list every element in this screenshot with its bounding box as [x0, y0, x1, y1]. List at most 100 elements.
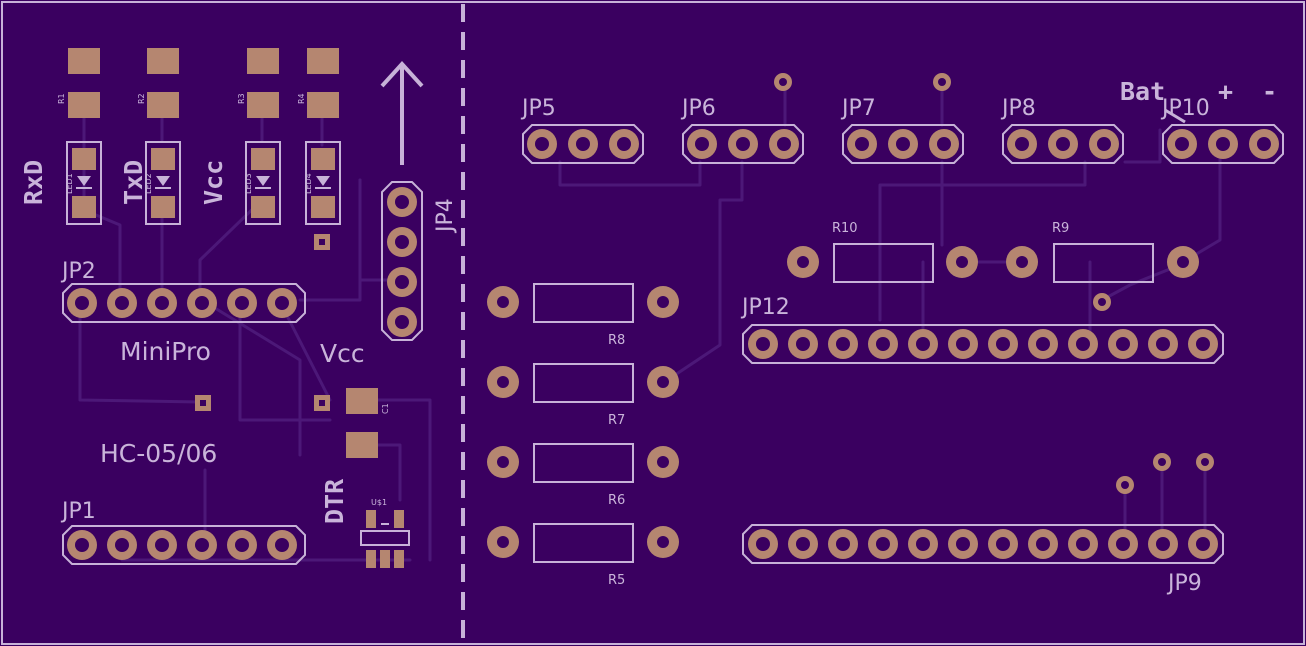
- jp5-pin-hole: [617, 137, 631, 151]
- r8-label: R8: [608, 333, 625, 348]
- via-right-2: [933, 73, 951, 91]
- resistor-r3: R3: [237, 48, 279, 118]
- resistor-r7: R7: [487, 363, 679, 428]
- via-right-1: [774, 73, 792, 91]
- jp10-label: JP10: [1160, 96, 1210, 121]
- resistor-r2: R2: [137, 48, 179, 118]
- jp8-pin-hole: [1056, 137, 1070, 151]
- header-jp10: JP10: [1160, 96, 1284, 164]
- jp9-pin-hole: [956, 537, 970, 551]
- resistor-r10: R10: [787, 221, 978, 283]
- jp12-pin-hole: [1036, 337, 1050, 351]
- header-jp6: JP6: [680, 96, 804, 164]
- jp9-pin-hole: [1156, 537, 1170, 551]
- bat-plus-label: +: [1218, 77, 1233, 106]
- ic-u1: U$1: [360, 498, 410, 568]
- jp12-pin-hole: [876, 337, 890, 351]
- header-jp5: JP5: [520, 96, 644, 164]
- jp12-pin-hole: [1116, 337, 1130, 351]
- jp6-pin-hole: [695, 137, 709, 151]
- led-1: LED1: [65, 141, 102, 225]
- header-jp1: JP1: [60, 499, 306, 565]
- led2-label: LED2: [144, 173, 153, 194]
- jp1-pin-hole: [75, 538, 89, 552]
- jp12-pin-hole: [916, 337, 930, 351]
- jp12-pin-hole: [1076, 337, 1090, 351]
- jp9-pin-hole: [1036, 537, 1050, 551]
- jp12-pin-hole: [1196, 337, 1210, 351]
- u1-label: U$1: [371, 498, 387, 507]
- via-right-6: [1196, 453, 1214, 471]
- vcc-vertical-label: Vcc: [199, 160, 228, 205]
- jp9-label: JP9: [1166, 571, 1202, 596]
- jp5-label: JP5: [520, 96, 556, 121]
- header-jp8: JP8: [1000, 96, 1124, 164]
- r1-label: R1: [57, 93, 66, 104]
- rxd-label: RxD: [19, 160, 48, 205]
- jp8-pin-hole: [1097, 137, 1111, 151]
- jp12-pin-hole: [836, 337, 850, 351]
- jp1-pin-hole: [235, 538, 249, 552]
- resistor-r5: R5: [487, 523, 679, 588]
- jp7-pin-hole: [896, 137, 910, 151]
- led1-label: LED1: [65, 173, 74, 194]
- jp7-label: JP7: [840, 96, 876, 121]
- led4-label: LED4: [304, 173, 313, 194]
- resistor-r8: R8: [487, 283, 679, 348]
- header-jp9: JP9: [742, 524, 1224, 596]
- jp4-pin-hole: [395, 315, 409, 329]
- resistor-r1: R1: [57, 48, 100, 118]
- r6-label: R6: [608, 493, 625, 508]
- header-jp7: JP7: [840, 96, 964, 164]
- jp8-pin-hole: [1015, 137, 1029, 151]
- r10-label: R10: [832, 221, 858, 236]
- jp9-pin-hole: [796, 537, 810, 551]
- vcc-label: Vcc: [320, 339, 365, 368]
- jp9-pin-hole: [1116, 537, 1130, 551]
- jp12-pin-hole: [1156, 337, 1170, 351]
- arrow-up-icon: [380, 61, 424, 165]
- jp2-pin-hole: [195, 296, 209, 310]
- c1-label: C1: [381, 403, 390, 414]
- jp2-pin-hole: [235, 296, 249, 310]
- r2-label: R2: [137, 93, 146, 104]
- jp12-pin-hole: [996, 337, 1010, 351]
- jp5-pin-hole: [576, 137, 590, 151]
- jp6-pin-hole: [736, 137, 750, 151]
- resistor-r6: R6: [487, 443, 679, 508]
- led-3: LED3: [244, 141, 281, 225]
- jp12-pin-hole: [756, 337, 770, 351]
- r7-label: R7: [608, 413, 625, 428]
- jp1-pin-hole: [275, 538, 289, 552]
- jp12-label: JP12: [740, 295, 790, 320]
- jp9-pin-hole: [836, 537, 850, 551]
- jp6-label: JP6: [680, 96, 716, 121]
- jp2-pin-hole: [75, 296, 89, 310]
- jp5-pin-hole: [535, 137, 549, 151]
- jp9-pin-hole: [996, 537, 1010, 551]
- jp1-pin-hole: [115, 538, 129, 552]
- jp12-pin-hole: [796, 337, 810, 351]
- hc05-label: HC-05/06: [100, 439, 217, 468]
- led-2: LED2: [144, 141, 181, 225]
- r3-label: R3: [237, 93, 246, 104]
- jp9-pin-hole: [756, 537, 770, 551]
- bat-minus-label: -: [1262, 77, 1277, 106]
- dtr-label: DTR: [320, 478, 349, 524]
- jp6-pin-hole: [777, 137, 791, 151]
- jp2-pin-hole: [115, 296, 129, 310]
- jp7-pin-hole: [855, 137, 869, 151]
- jp12-pin-hole: [956, 337, 970, 351]
- jp2-pin-hole: [155, 296, 169, 310]
- jp2-pin-hole: [275, 296, 289, 310]
- header-jp2: JP2: [60, 259, 306, 323]
- jp1-pin-hole: [155, 538, 169, 552]
- jp4-pin-hole: [395, 275, 409, 289]
- jp9-pin-hole: [916, 537, 930, 551]
- r4-label: R4: [297, 93, 306, 104]
- jp4-pin-hole: [395, 235, 409, 249]
- via-right-4: [1116, 476, 1134, 494]
- jp4-label: JP4: [433, 198, 458, 234]
- jp1-label: JP1: [60, 499, 96, 524]
